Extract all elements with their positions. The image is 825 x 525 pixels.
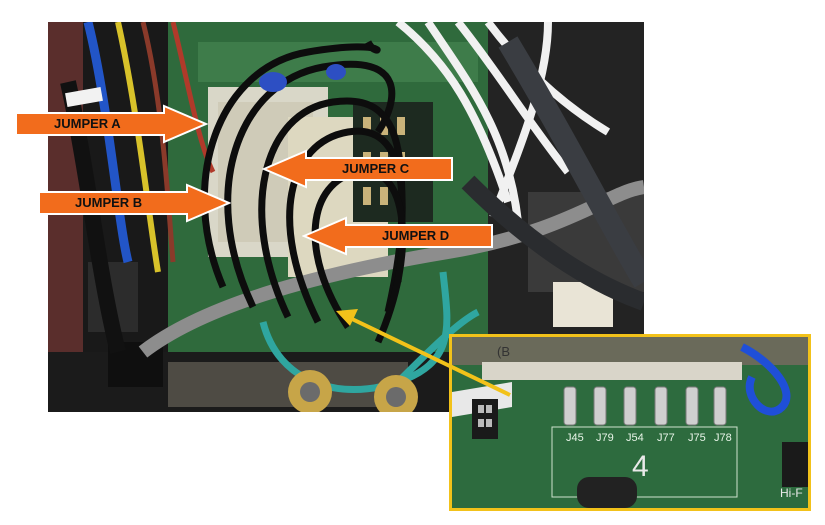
- jumper-d-label: JUMPER D: [382, 228, 450, 243]
- jumper-c-label: JUMPER C: [342, 161, 410, 176]
- jumper-b-arrow: JUMPER B: [37, 183, 231, 223]
- top-text: (B: [497, 344, 510, 359]
- jumper-a-label: JUMPER A: [54, 116, 121, 131]
- jumper-pin-label: J45: [566, 432, 584, 444]
- jumper-b-label: JUMPER B: [75, 195, 143, 210]
- jumper-a-arrow: JUMPER A: [14, 104, 208, 144]
- jumper-pin-label: J77: [657, 432, 675, 444]
- jumper-pin-label: J54: [626, 432, 644, 444]
- jumper-pin-label: J78: [714, 432, 732, 444]
- board-number: 4: [632, 450, 649, 483]
- jumper-d-arrow: JUMPER D: [302, 216, 494, 256]
- jumper-c-arrow: JUMPER C: [262, 149, 454, 189]
- jumper-pin-label: J75: [688, 432, 706, 444]
- jumper-pin-label: J79: [596, 432, 614, 444]
- corner-text: Hi-F: [780, 486, 803, 500]
- inset-photo: [449, 334, 811, 511]
